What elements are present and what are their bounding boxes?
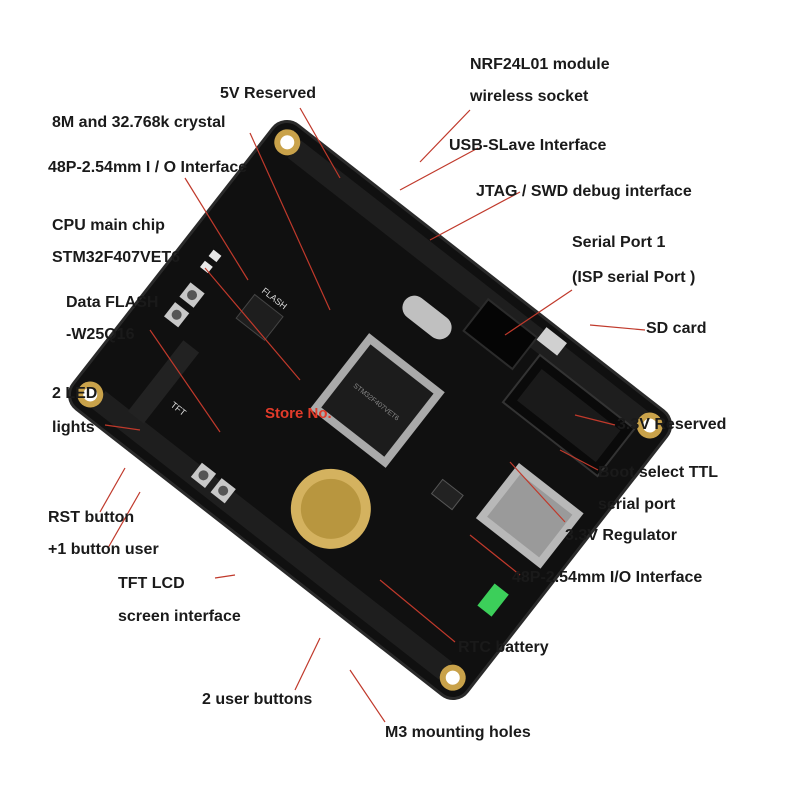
leader-serial: [504, 289, 573, 336]
nrf-socket: [462, 297, 539, 371]
leader-33reserved: [574, 414, 616, 426]
mounting-hole: [439, 664, 466, 691]
cpu-label-line2: STM32F407VET6: [52, 249, 181, 266]
user-button: [210, 478, 236, 504]
leader-jtag: [429, 191, 521, 241]
leader-5v: [299, 107, 341, 179]
leader-crystal: [249, 132, 331, 311]
rtc-label: RTC battery: [458, 639, 549, 656]
mounting-holes-label: M3 mounting holes: [385, 724, 531, 741]
flash-label-line1: Data FLASH: [66, 294, 159, 311]
leader-userbtn: [107, 491, 141, 549]
led-label-line2: lights: [52, 419, 95, 436]
regulator-label: 3.3V Regulator: [565, 527, 678, 544]
user-button: [164, 302, 190, 328]
jtag-label: JTAG / SWD debug interface: [476, 183, 692, 200]
leader-tft: [214, 574, 236, 579]
sd-card-label: SD card: [646, 320, 707, 337]
serial-port-label-line2: (ISP serial Port ): [572, 269, 696, 286]
usb-slave-label: USB-SLave Interface: [449, 137, 607, 154]
leader-io48-top: [184, 177, 249, 281]
sd-card-slot: [475, 462, 584, 569]
leader-rst: [99, 467, 126, 513]
reserved-5v-label: 5V Reserved: [220, 85, 317, 102]
leader-sd: [589, 324, 646, 331]
nrf-label-line1: NRF24L01 module: [470, 56, 610, 73]
leader-lines: [99, 107, 646, 723]
reserved-33v-label: 3.3V Reserved: [617, 416, 727, 433]
leader-2buttons: [294, 637, 321, 691]
io48-top-label: 48P-2.54mm I / O Interface: [48, 159, 248, 176]
pcb-board: STM32F407VET6 FLASH: [67, 120, 673, 700]
usb-connector: [536, 327, 567, 356]
rst-button-label: RST button: [48, 509, 135, 526]
user-button-label: +1 button user: [48, 541, 159, 558]
leader-led: [104, 424, 141, 431]
header-top: [287, 140, 649, 429]
nrf-label-line2: wireless socket: [470, 88, 589, 105]
leader-io48-bottom: [469, 534, 521, 576]
rst-button: [179, 282, 205, 308]
jtag-connector: [501, 353, 636, 478]
leader-regulator: [509, 461, 566, 523]
io48-bottom-label: 48P-2.54mm I/O Interface: [512, 569, 703, 586]
leader-mount: [349, 669, 386, 723]
mounting-hole: [274, 129, 301, 156]
cpu-chip: STM32F407VET6: [310, 333, 445, 468]
tft-label-line1: TFT LCD: [118, 575, 185, 592]
tft-label-line2: screen interface: [118, 608, 241, 625]
led-label-line1: 2 LED: [52, 385, 98, 402]
crystal-label: 8M and 32.768k crystal: [52, 114, 226, 131]
header-bottom: [91, 391, 453, 680]
crystal: [402, 295, 452, 340]
serial-port-label-line1: Serial Port 1: [572, 234, 666, 251]
mounting-hole: [77, 381, 104, 408]
boot-select-label-line1: Boot select TTL: [598, 464, 719, 481]
leader-flash: [149, 329, 221, 433]
led-light: [208, 249, 222, 263]
rtc-battery: [290, 468, 371, 549]
boot-select-label-line2: serial port: [598, 496, 676, 513]
watermark-text: Store No.: [265, 405, 332, 422]
flash-label-line2: -W25Q16: [66, 326, 135, 343]
regulator: [430, 478, 464, 511]
cpu-label-line1: CPU main chip: [52, 217, 165, 234]
user-button: [190, 462, 217, 488]
leader-boot: [559, 449, 599, 471]
leader-usb: [399, 147, 479, 191]
mounting-hole: [636, 412, 663, 439]
boot-jumper: [477, 583, 509, 617]
user-buttons-2-label: 2 user buttons: [202, 691, 313, 708]
led-light: [199, 260, 213, 274]
leader-nrf: [419, 109, 471, 163]
leader-cpu: [204, 267, 301, 381]
leader-rtc: [379, 579, 456, 643]
